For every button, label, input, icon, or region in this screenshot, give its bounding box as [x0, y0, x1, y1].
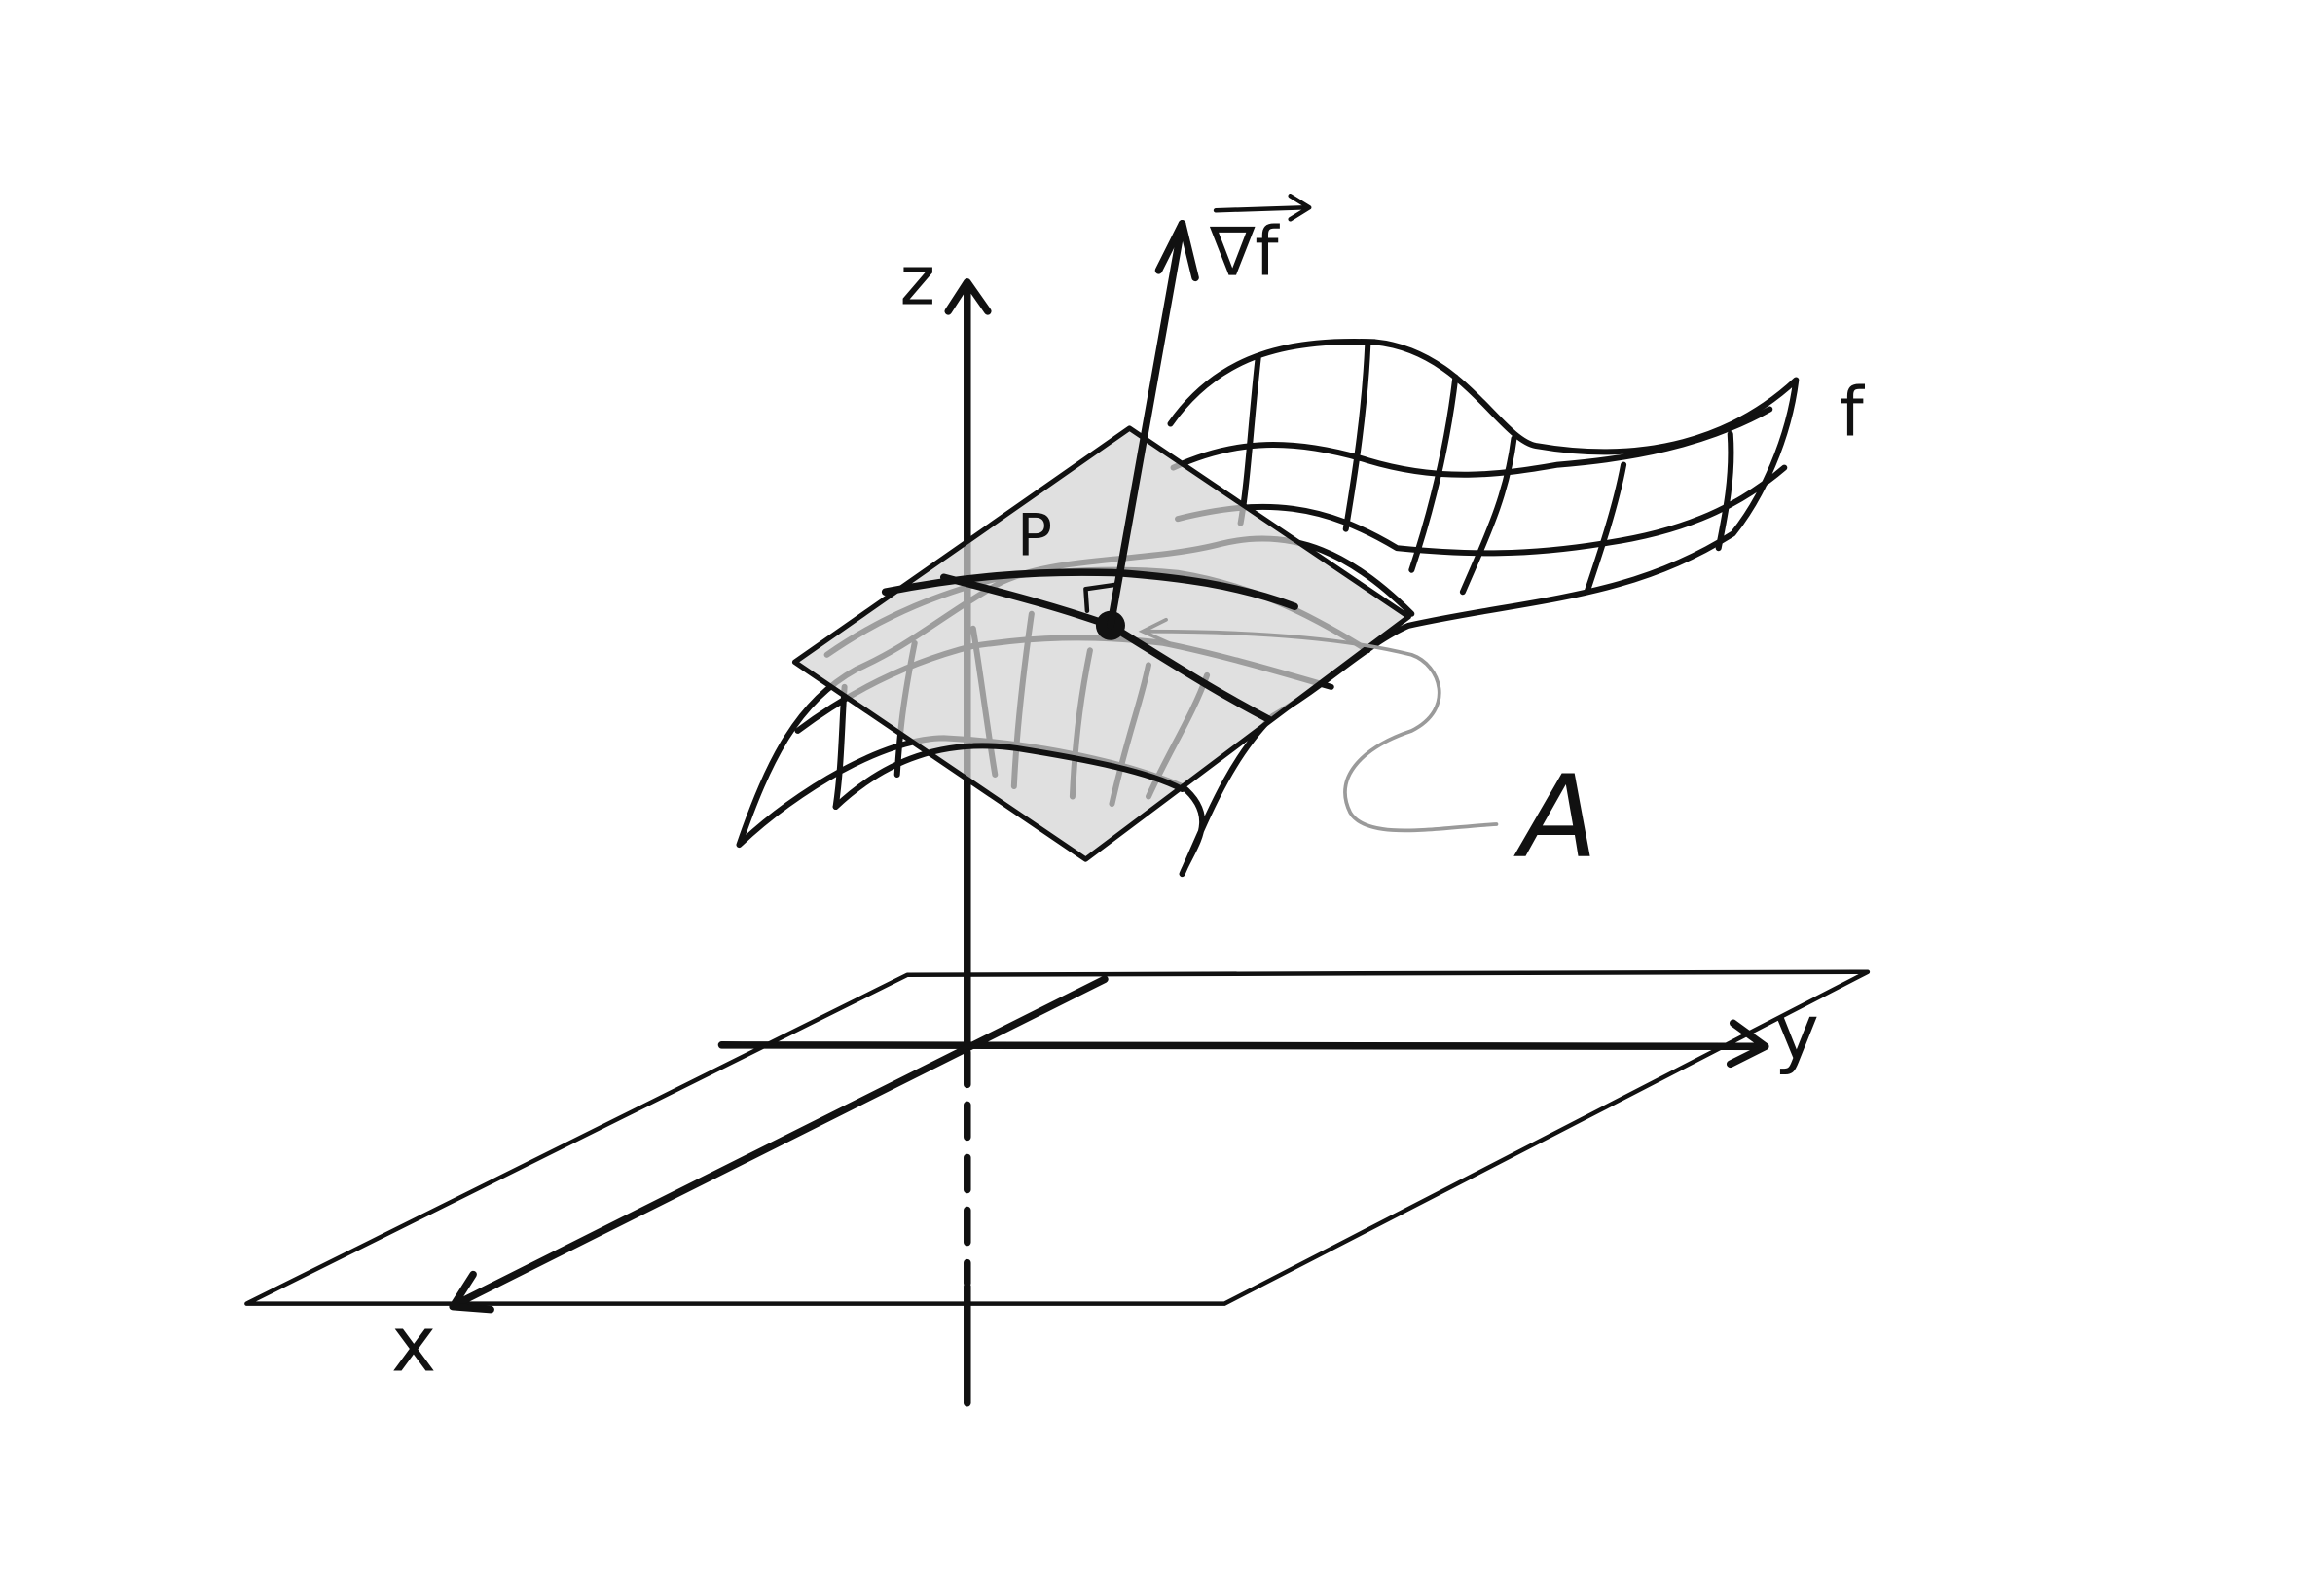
point-label: P	[1017, 502, 1052, 570]
y-axis-label: y	[1774, 989, 1819, 1076]
gradient-label-arrow	[1213, 193, 1312, 222]
tangent-plane-a	[791, 425, 1411, 862]
plane-pointer-line	[1147, 629, 1499, 833]
z-axis-label: z	[900, 242, 935, 320]
plane-label: A	[1513, 750, 1597, 884]
x-axis-label: x	[391, 1302, 436, 1390]
gradient-label: ∇f	[1209, 213, 1280, 291]
xy-plane	[244, 969, 1871, 1306]
right-angle-marker	[1083, 582, 1119, 614]
plane-pointer-arrowhead	[1138, 617, 1171, 645]
y-axis	[717, 1019, 1769, 1069]
z-axis	[944, 278, 992, 1407]
surface-label: f	[1840, 375, 1865, 453]
gradient-vector	[1107, 220, 1199, 630]
x-axis	[449, 975, 1109, 1314]
